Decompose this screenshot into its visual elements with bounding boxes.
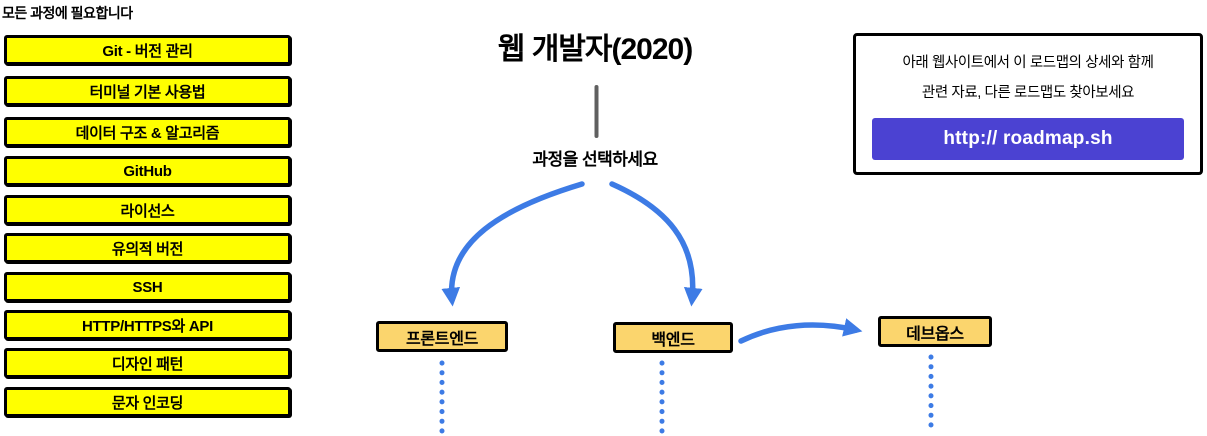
arrow-backend-to-devops (738, 318, 863, 344)
branch-frontend[interactable]: 프론트엔드 (376, 321, 508, 352)
arrow-to-frontend (441, 181, 585, 307)
info-box: 아래 웹사이트에서 이 로드맵의 상세와 함께 관련 자료, 다른 로드맵도 찾… (853, 33, 1203, 175)
branch-backend[interactable]: 백엔드 (613, 322, 733, 353)
topic-http-api[interactable]: HTTP/HTTPS와 API (4, 310, 291, 340)
roadmap-url-button[interactable]: http:// roadmap.sh (872, 118, 1184, 160)
topic-ssh[interactable]: SSH (4, 272, 291, 302)
info-line-1: 아래 웹사이트에서 이 로드맵의 상세와 함께 (902, 55, 1154, 71)
choose-path-label: 과정을 선택하세요 (532, 150, 658, 169)
topic-char-encoding[interactable]: 문자 인코딩 (4, 387, 291, 417)
arrow-to-backend (609, 181, 703, 307)
topic-github[interactable]: GitHub (4, 156, 291, 186)
info-line-2: 관련 자료, 다른 로드맵도 찾아보세요 (921, 85, 1135, 101)
required-for-all-note: 모든 과정에 필요합니다 (2, 5, 133, 21)
page-title: 웹 개발자(2020) (497, 33, 693, 66)
topic-data-structures[interactable]: 데이터 구조 & 알고리즘 (4, 117, 291, 147)
topic-semver[interactable]: 유의적 버전 (4, 233, 291, 263)
topic-terminal[interactable]: 터미널 기본 사용법 (4, 76, 291, 106)
topic-git[interactable]: Git - 버전 관리 (4, 35, 291, 65)
topic-licenses[interactable]: 라이선스 (4, 195, 291, 225)
topic-design-patterns[interactable]: 디자인 패턴 (4, 348, 291, 378)
branch-devops[interactable]: 데브옵스 (878, 316, 992, 347)
